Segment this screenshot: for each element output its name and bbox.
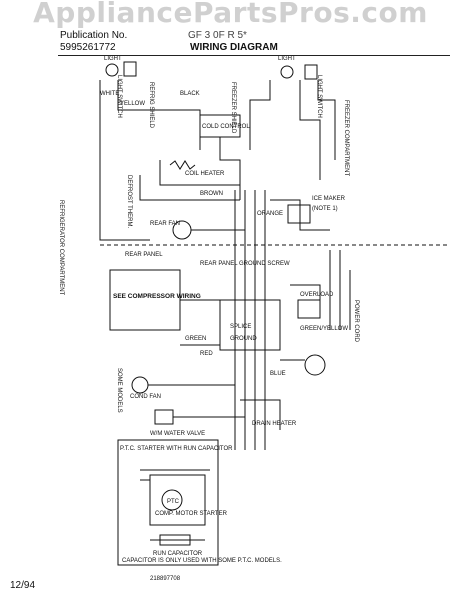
wire-left-switch bbox=[117, 80, 150, 111]
label-run-capacitor: RUN CAPACITOR bbox=[153, 551, 203, 557]
label-coil-heater: COIL HEATER bbox=[185, 171, 225, 177]
label-wire-green: GREEN bbox=[185, 336, 206, 342]
wire-coil-heater bbox=[159, 160, 240, 186]
light-left-bulb bbox=[105, 63, 119, 77]
wire-left-main bbox=[99, 80, 150, 241]
light-switch-right bbox=[304, 64, 318, 80]
label-ice-maker: ICE MAKER bbox=[312, 196, 346, 202]
light-switch-left bbox=[123, 61, 137, 77]
label-wire-blue: BLUE bbox=[270, 371, 286, 377]
label-overload: OVERLOAD bbox=[300, 292, 334, 298]
publication-number: 5995261772 bbox=[60, 42, 116, 53]
label-note: CAPACITOR IS ONLY USED WITH SOME P.T.C. … bbox=[122, 558, 282, 564]
label-water-valve: W/M WATER VALVE bbox=[150, 431, 205, 437]
ptc-element bbox=[161, 489, 183, 511]
label-wire-white: WHITE bbox=[100, 91, 119, 97]
label-wire-black: BLACK bbox=[180, 91, 200, 97]
model-number: GF 3 0F R 5* bbox=[188, 30, 247, 41]
water-valve-box bbox=[154, 409, 174, 425]
label-light-switch-left: LIGHT SWITCH bbox=[116, 75, 122, 118]
label-ptc: PTC bbox=[167, 499, 180, 505]
wire-ice-maker bbox=[270, 199, 330, 231]
cond-fan-motor bbox=[131, 376, 149, 394]
label-freezer-compartment: FREEZER COMPARTMENT bbox=[343, 100, 349, 176]
label-refrig-shield: REFRIG SHIELD bbox=[148, 82, 154, 129]
wire-right-switch bbox=[299, 80, 321, 180]
label-wire-green-yellow: GREEN/YELLOW bbox=[300, 326, 348, 332]
label-rear-fan: REAR FAN bbox=[150, 221, 180, 227]
label-ground: GROUND bbox=[230, 336, 257, 342]
wire-defrost bbox=[139, 175, 240, 201]
wire-cold-control bbox=[219, 137, 241, 200]
label-light-switch-right: LIGHT SWITCH bbox=[316, 75, 322, 118]
ptc-starter-box bbox=[149, 474, 206, 526]
run-capacitor-box bbox=[159, 534, 191, 546]
label-light-right: LIGHT bbox=[278, 56, 296, 62]
ptc-inset-border bbox=[117, 439, 219, 566]
defrost-timer bbox=[304, 354, 326, 376]
label-refrigerator-compartment: REFRIGERATOR COMPARTMENT bbox=[58, 200, 64, 296]
coil-heater-zigzag bbox=[169, 160, 196, 170]
label-rear-panel: REAR PANEL bbox=[125, 252, 163, 258]
diagram-title: WIRING DIAGRAM bbox=[190, 42, 278, 53]
label-wire-red: RED bbox=[200, 351, 213, 357]
label-light-left: LIGHT bbox=[104, 56, 122, 62]
label-some-models: SOME MODELS bbox=[116, 368, 122, 413]
header-rule bbox=[58, 55, 450, 56]
splice-block bbox=[219, 299, 281, 351]
compressor-box bbox=[109, 269, 181, 331]
wire-refrig-shield bbox=[150, 109, 201, 150]
run-panel-box bbox=[297, 299, 321, 319]
label-compressor: SEE COMPRESSOR WIRING bbox=[113, 293, 201, 300]
label-power-cord: POWER CORD bbox=[353, 300, 359, 343]
publication-label: Publication No. bbox=[60, 30, 128, 41]
label-wire-orange: ORANGE bbox=[257, 211, 283, 217]
wire-drain-heater bbox=[240, 399, 281, 430]
watermark: AppliancePartsPros.com bbox=[33, 0, 428, 29]
ice-maker-box bbox=[287, 204, 311, 224]
light-right-bulb bbox=[280, 65, 294, 79]
wire-freezer-shield bbox=[249, 80, 271, 150]
label-comp-motor-starter: COMP. MOTOR STARTER bbox=[155, 511, 228, 517]
label-wire-brown: BROWN bbox=[200, 191, 223, 197]
label-ground-screw: REAR PANEL GROUND SCREW bbox=[200, 261, 290, 267]
label-splice: SPLICE bbox=[230, 324, 251, 330]
label-wire-yellow: YELLOW bbox=[120, 101, 145, 107]
label-freezer-shield: FREEZER SHIELD bbox=[230, 82, 236, 134]
label-defrost-therm: DEFROST THERM. bbox=[126, 175, 132, 228]
label-ice-maker-note: (NOTE 1) bbox=[312, 206, 338, 212]
label-cond-fan: COND FAN bbox=[130, 394, 161, 400]
wire-right-light bbox=[317, 80, 336, 160]
label-drain-heater: DRAIN HEATER bbox=[252, 421, 297, 427]
label-cold-control: COLD CONTROL bbox=[202, 124, 250, 130]
revision-date: 12/94 bbox=[10, 580, 36, 591]
label-part-number: 218897708 bbox=[150, 576, 181, 582]
label-ptc-starter: P.T.C. STARTER WITH RUN CAPACITOR bbox=[120, 446, 233, 452]
